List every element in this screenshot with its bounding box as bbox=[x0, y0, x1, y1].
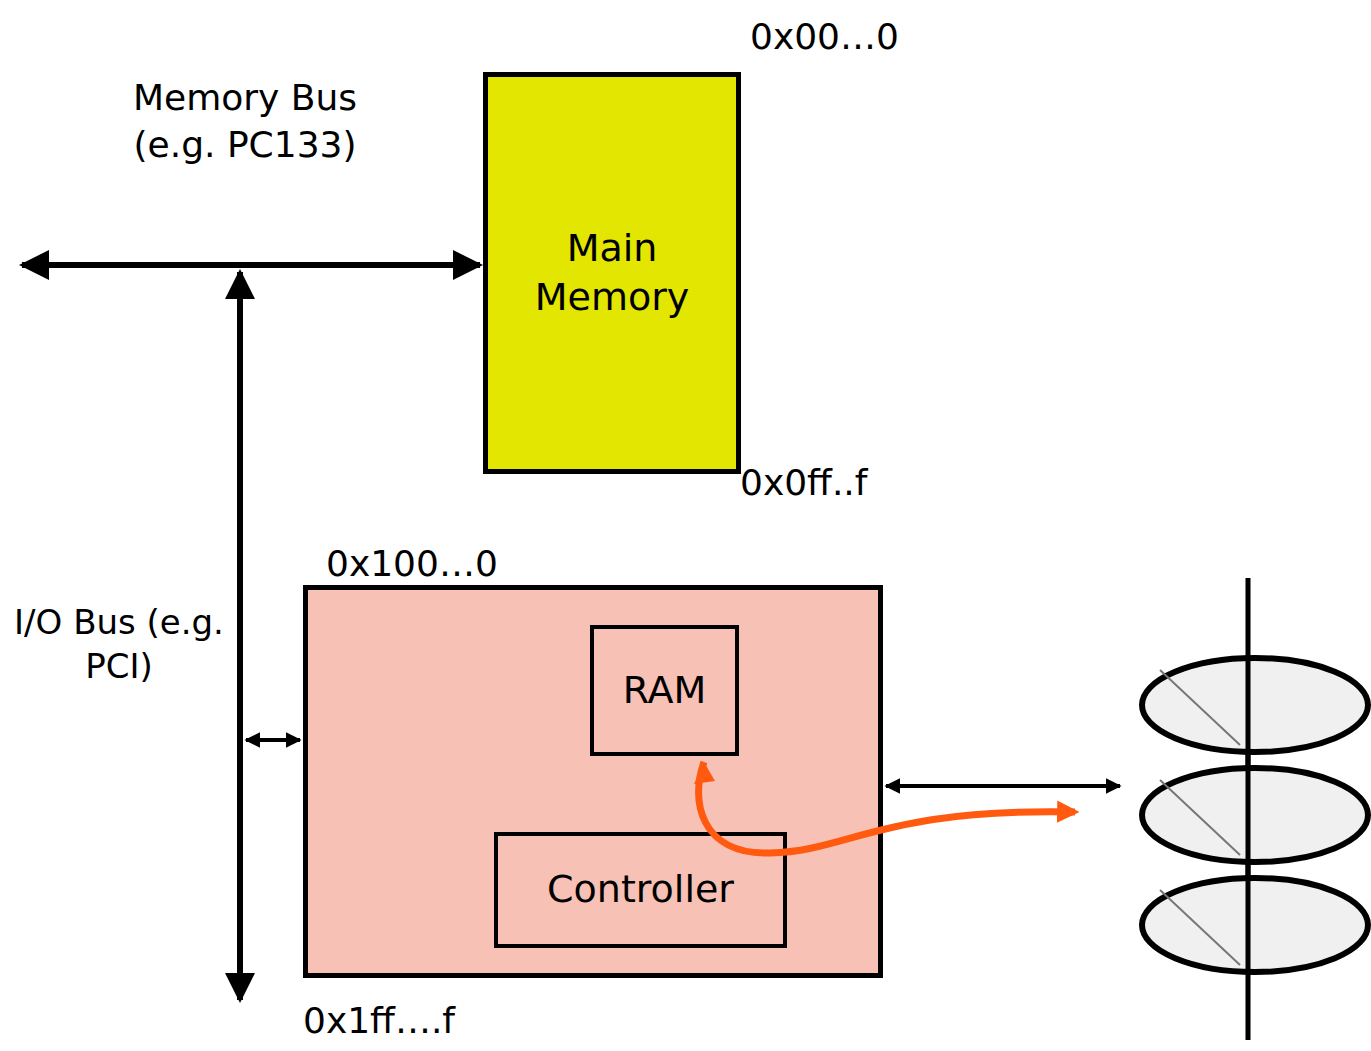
bus-link-arrow bbox=[246, 738, 300, 742]
address-label: 0x00…0 bbox=[750, 14, 1010, 61]
io-device-box: RAM Controller bbox=[303, 585, 883, 978]
address-label: 0x0ff..f bbox=[740, 460, 1000, 507]
controller-box: Controller bbox=[494, 832, 787, 948]
data-transfer-arrowhead bbox=[694, 762, 715, 784]
ram-box: RAM bbox=[590, 625, 739, 756]
node-title: RAM bbox=[623, 666, 707, 715]
node-title: Controller bbox=[547, 865, 734, 914]
bus-label: I/O Bus (e.g. PCI) bbox=[8, 600, 230, 688]
disk-link-arrow bbox=[886, 784, 1120, 788]
data-transfer-arrow bbox=[699, 762, 1075, 853]
io-bus-line bbox=[237, 272, 243, 1000]
memory-bus-line bbox=[22, 262, 480, 268]
address-label: 0x1ff….f bbox=[303, 998, 563, 1045]
disk-platters bbox=[1142, 578, 1368, 1040]
node-title: Main Memory bbox=[528, 224, 696, 323]
bus-label: Memory Bus (e.g. PC133) bbox=[95, 75, 395, 169]
memory-box: Main Memory bbox=[483, 72, 741, 474]
address-label: 0x100…0 bbox=[326, 541, 586, 588]
